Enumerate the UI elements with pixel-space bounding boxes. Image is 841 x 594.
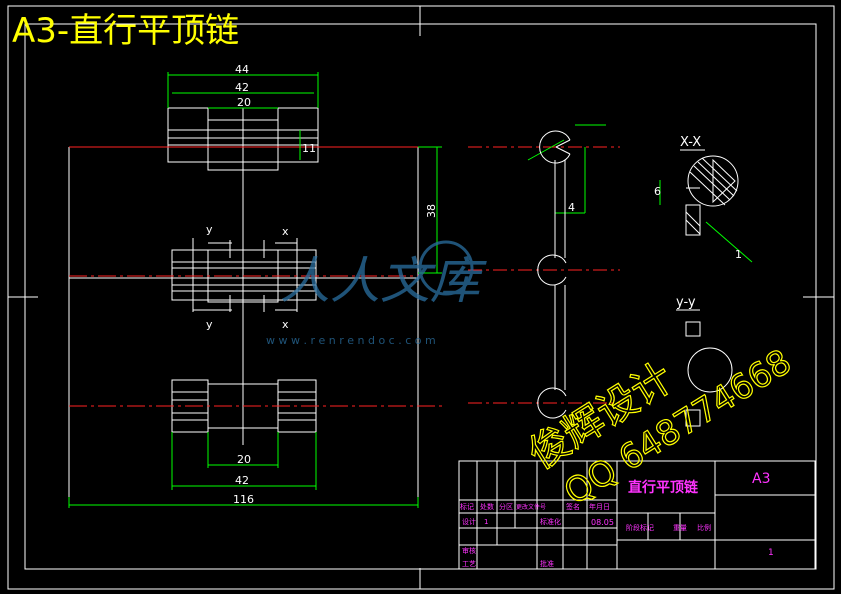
mark-y-bottom: y [206, 318, 213, 331]
side-view [537, 130, 571, 419]
dim-11: 11 [302, 142, 316, 155]
tb-header-mark: 标记 [460, 502, 474, 511]
tb-header-sign: 签名 [566, 502, 580, 511]
dim-42-bottom: 42 [235, 474, 249, 487]
tb-date: 08.05 [591, 518, 614, 527]
tb-review: 审核 [462, 546, 476, 555]
section-yy [676, 309, 733, 427]
dim-4: 4 [568, 201, 575, 214]
dim-44: 44 [235, 63, 249, 76]
tb-stage-mark: 阶段标记 [626, 523, 654, 532]
dim-38: 38 [425, 204, 438, 218]
drawing-title: A3-直行平顶链 [12, 11, 239, 51]
drawing-frame [7, 5, 835, 590]
tb-design: 设计 [462, 517, 476, 526]
tb-header-change: 更改文件号 [516, 503, 546, 511]
tb-std: 标准化 [540, 517, 561, 526]
section-yy-label: y-y [676, 295, 696, 310]
mark-y-top: y [206, 223, 213, 236]
mark-x-bottom: x [282, 318, 289, 331]
tb-process: 工艺 [462, 560, 476, 568]
watermark-brand: 人人文库 [280, 252, 487, 310]
mark-x-top: x [282, 225, 289, 238]
tb-header-count: 处数 [480, 502, 494, 511]
tb-approve: 批准 [540, 559, 554, 568]
title-block [458, 460, 816, 570]
tb-scale: 比例 [697, 523, 711, 532]
dim-20-bottom: 20 [237, 453, 251, 466]
tb-header-date: 年月日 [589, 502, 610, 511]
dim-1: 1 [735, 248, 742, 261]
tb-weight: 重量 [673, 524, 687, 532]
section-markers [229, 240, 290, 312]
tb-qty: 1 [484, 518, 488, 526]
section-xx [680, 149, 739, 236]
dim-42-top: 42 [235, 81, 249, 94]
main-view [68, 107, 419, 497]
dim-20-top: 20 [237, 96, 251, 109]
section-xx-label: X-X [680, 135, 701, 150]
dim-116: 116 [233, 493, 254, 506]
centerlines [69, 146, 620, 407]
tb-drawing-name: 直行平顶链 [628, 479, 699, 496]
tb-header-zone: 分区 [499, 502, 513, 511]
dimension-lines [68, 72, 753, 508]
tb-sheet-size: A3 [752, 471, 770, 487]
dim-6: 6 [654, 185, 661, 198]
watermark: 人人文库 w w w . r e n r e n d o c . c o m [266, 240, 487, 347]
tb-sheet-no: 1 [768, 548, 774, 558]
watermark-url: w w w . r e n r e n d o c . c o m [266, 334, 436, 347]
